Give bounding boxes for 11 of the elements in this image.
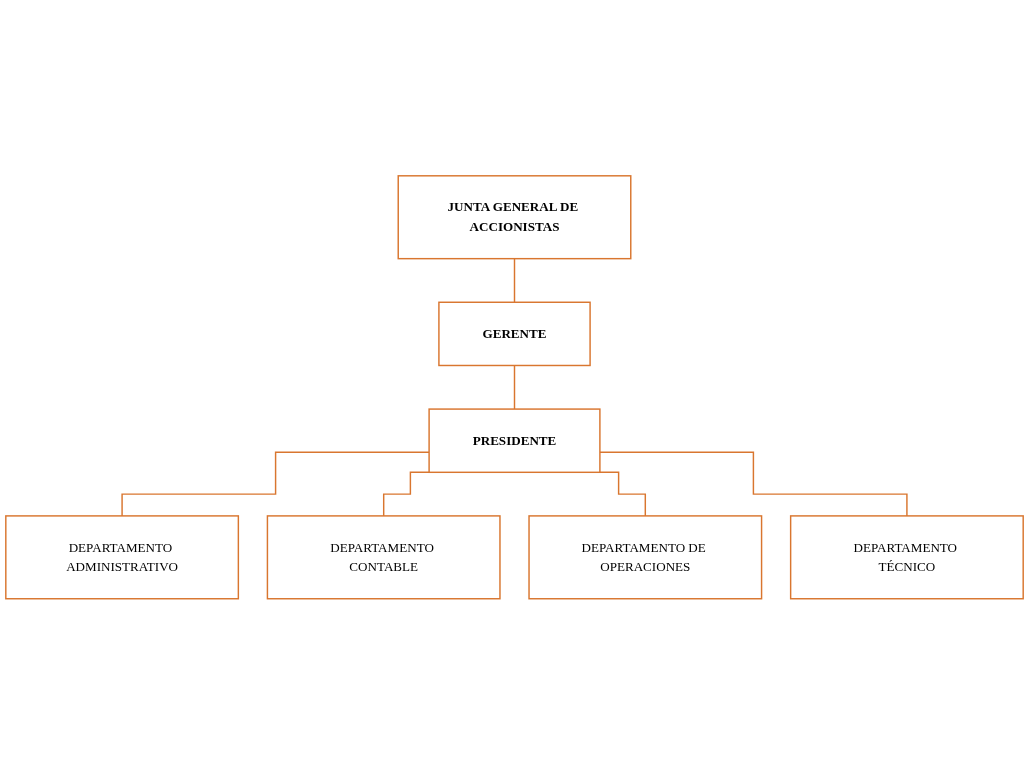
node-box: PRESIDENTE — [428, 408, 601, 473]
connector — [513, 364, 516, 410]
node-box: DEPARTAMENTO ADMINISTRATIVO — [5, 514, 240, 600]
node-box: DEPARTAMENTO TÉCNICO — [789, 514, 1024, 600]
node-box: DEPARTAMENTO DE OPERACIONES — [528, 514, 763, 600]
node-box: GERENTE — [438, 301, 591, 366]
connector — [599, 451, 908, 517]
node-box: DEPARTAMENTO CONTABLE — [266, 514, 501, 600]
node-box: JUNTA GENERAL DE ACCIONISTAS — [397, 174, 632, 260]
connector — [121, 451, 430, 517]
connector — [513, 257, 516, 303]
